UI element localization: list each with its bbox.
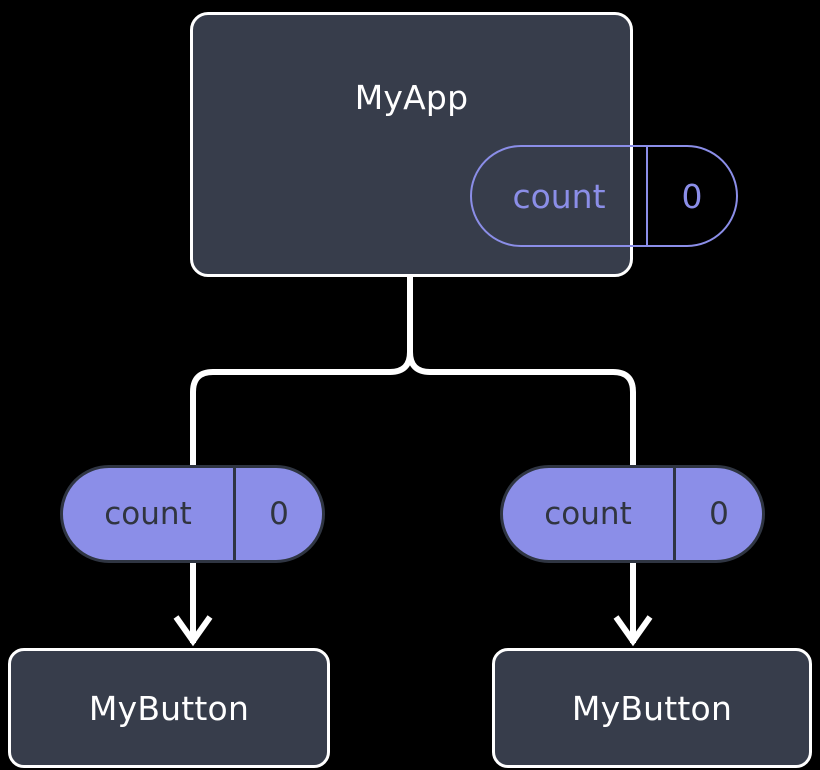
prop-pill-count-right[interactable]: count 0 [500, 465, 765, 563]
state-pill-key: count [472, 147, 648, 245]
state-pill-count-myapp[interactable]: count 0 [470, 145, 738, 247]
component-label-mybutton: MyButton [88, 688, 250, 728]
prop-pill-value: 0 [709, 495, 729, 532]
arrow-head-right-icon [613, 615, 653, 647]
wire-branch-right [407, 351, 636, 468]
prop-pill-key: count [503, 468, 676, 560]
component-card-mybutton-right[interactable]: MyButton [492, 648, 812, 768]
prop-pill-count-left[interactable]: count 0 [60, 465, 325, 563]
state-pill-value: 0 [681, 176, 703, 216]
component-card-myapp[interactable]: MyApp count 0 [190, 12, 738, 277]
arrow-head-left-icon [173, 615, 213, 647]
component-label-myapp: MyApp [354, 78, 469, 117]
prop-pill-value: 0 [269, 495, 289, 532]
prop-pill-key: count [63, 468, 236, 560]
component-card-mybutton-left[interactable]: MyButton [8, 648, 330, 768]
wire-branch-left [190, 351, 413, 468]
component-label-mybutton: MyButton [571, 688, 733, 728]
